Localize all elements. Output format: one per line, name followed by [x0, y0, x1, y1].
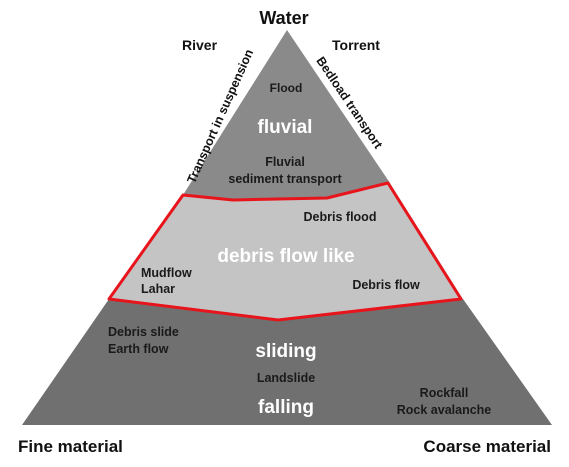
- mudflow-label: Mudflow: [141, 266, 192, 280]
- rockfall-label: Rockfall: [420, 386, 469, 400]
- earth-flow-label: Earth flow: [108, 342, 169, 356]
- debris-flow-zone: [109, 183, 463, 320]
- fluvial-title: fluvial: [258, 117, 313, 138]
- fluvial-zone: [183, 30, 390, 200]
- vertex-bottom-right-label: Coarse material: [423, 437, 551, 456]
- debris-slide-label: Debris slide: [108, 325, 179, 339]
- vertex-bottom-left-label: Fine material: [18, 437, 123, 456]
- sliding-title: sliding: [255, 341, 316, 362]
- river-label: River: [182, 37, 218, 53]
- debris-flood-label: Debris flood: [304, 210, 377, 224]
- debris-flow-label: Debris flow: [352, 278, 420, 292]
- rock-avalanche-label: Rock avalanche: [397, 403, 492, 417]
- flood-label: Flood: [270, 81, 303, 95]
- landslide-label: Landslide: [257, 371, 315, 385]
- lahar-label: Lahar: [141, 282, 175, 296]
- torrent-label: Torrent: [332, 37, 380, 53]
- debris-flow-outline: [107, 181, 463, 322]
- falling-title: falling: [258, 397, 314, 418]
- vertex-top-label: Water: [259, 8, 308, 28]
- fluvial-sediment-line1: Fluvial: [265, 155, 305, 169]
- lower-zone: [22, 299, 552, 425]
- fluvial-sediment-line2: sediment transport: [228, 172, 342, 186]
- debris-flow-title: debris flow like: [217, 246, 354, 267]
